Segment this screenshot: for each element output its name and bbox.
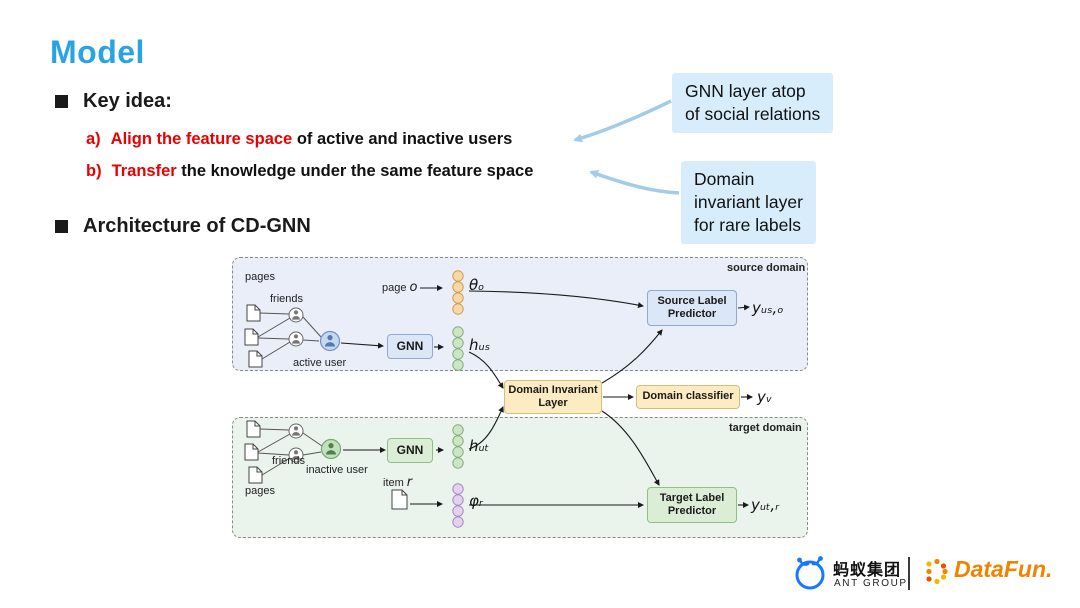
- square-bullet-icon: [55, 220, 68, 233]
- domain-invariant-layer-box: Domain Invariant Layer: [504, 380, 602, 414]
- gnn-box-source: GNN: [387, 334, 433, 359]
- target-friends-label: friends: [272, 455, 306, 467]
- inactive-user-label: inactive user: [306, 464, 368, 476]
- logo-divider: [908, 557, 910, 590]
- item-a-label: a): [86, 130, 101, 148]
- domain-classifier-box: Domain classifier: [636, 385, 740, 409]
- item-b-label: b): [86, 162, 102, 180]
- item-a-rest: of active and inactive users: [292, 130, 513, 148]
- architecture-heading-label: Architecture of CD-GNN: [83, 215, 311, 237]
- h-ut-vector-label: hᵤₜ: [469, 437, 490, 455]
- ant-group-logo: [795, 556, 825, 590]
- ant-group-name-en: ANT GROUP: [834, 578, 908, 589]
- h-us-vector-label: hᵤₛ: [469, 336, 491, 354]
- callout-arrow-domain-invariant: [589, 170, 680, 195]
- source-domain-label: source domain: [727, 262, 806, 274]
- square-bullet-icon: [55, 95, 68, 108]
- item-b-rest: the knowledge under the same feature spa…: [176, 162, 534, 180]
- source-label-predictor-box: Source Label Predictor: [647, 290, 737, 326]
- target-label-predictor-box: Target Label Predictor: [647, 487, 737, 523]
- item-r-variable: r: [406, 475, 413, 490]
- source-output-label: yᵤₛ,ₒ: [752, 299, 784, 317]
- key-idea-item-b: b) Transfer the knowledge under the same …: [86, 162, 533, 181]
- target-domain-label: target domain: [729, 422, 802, 434]
- target-output-label: yᵤₜ,ᵣ: [751, 496, 780, 514]
- key-idea-heading-label: Key idea:: [83, 90, 172, 112]
- callout-di-line-3: for rare labels: [694, 215, 801, 236]
- callout-domain-invariant: Domain invariant layer for rare labels: [681, 161, 816, 245]
- source-pages-label: pages: [245, 271, 275, 283]
- item-a-highlight: Align the feature space: [110, 130, 293, 148]
- datafun-dots-icon: [926, 558, 948, 585]
- callout-gnn-line-2: of social relations: [685, 104, 821, 125]
- active-user-label: active user: [293, 357, 347, 369]
- domain-classifier-output-label: yᵥ: [757, 388, 773, 406]
- callout-di-line-2: invariant layer: [694, 192, 803, 213]
- page-o-variable: o: [409, 280, 418, 295]
- ant-group-name-cn: 蚂蚁集团: [833, 562, 902, 579]
- theta-vector-label: θₒ: [469, 276, 485, 294]
- callout-gnn-layer: GNN layer atop of social relations: [672, 73, 834, 134]
- phi-vector-label: φᵣ: [469, 492, 483, 510]
- callout-di-line-1: Domain: [694, 169, 755, 189]
- source-friends-label: friends: [270, 293, 304, 305]
- callout-gnn-line-1: GNN layer atop: [685, 81, 806, 101]
- target-pages-label: pages: [245, 485, 275, 497]
- key-idea-heading: Key idea:: [55, 90, 172, 113]
- gnn-box-target: GNN: [387, 438, 433, 463]
- callout-arrow-gnn-layer: [573, 99, 672, 143]
- datafun-logo-text: DataFun.: [954, 556, 1053, 582]
- key-idea-item-a: a) Align the feature space of active and …: [86, 130, 512, 149]
- page-title: Model: [50, 34, 145, 70]
- architecture-heading: Architecture of CD-GNN: [55, 215, 311, 238]
- callout-arrows: [573, 99, 680, 195]
- item-b-highlight: Transfer: [111, 162, 177, 180]
